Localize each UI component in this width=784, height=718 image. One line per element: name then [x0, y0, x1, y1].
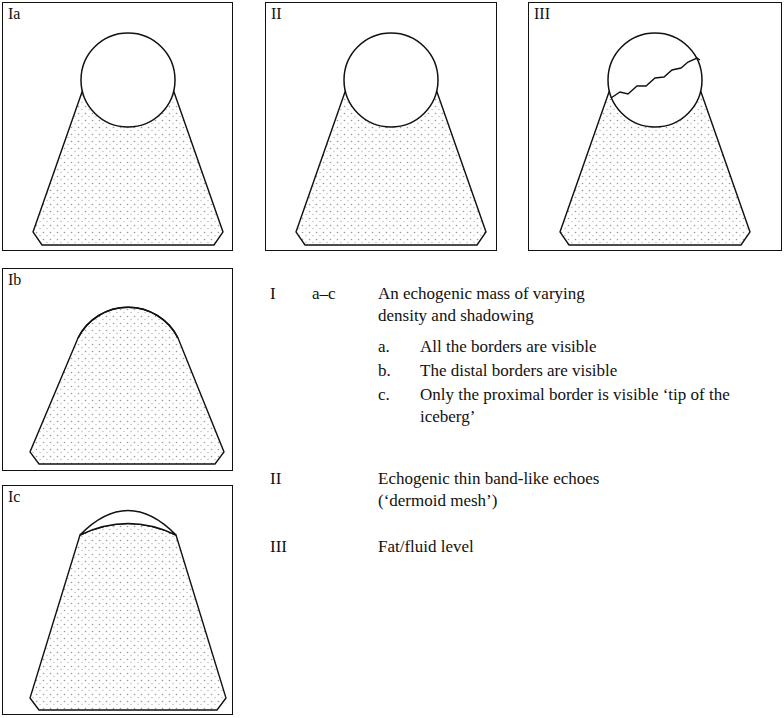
- figure-panel: Ic: [2, 485, 233, 715]
- key-marker: II: [270, 468, 281, 490]
- key-marker: c.: [378, 384, 390, 406]
- cystic-mass: [608, 33, 702, 127]
- echogenic-mass: [344, 33, 438, 127]
- figure-panel: II: [265, 2, 497, 251]
- key-marker: a.: [378, 336, 390, 358]
- key-marker: III: [270, 536, 287, 558]
- panel-label: II: [266, 3, 287, 25]
- acoustic-shadow: [30, 307, 224, 464]
- figure-panel: Ib: [2, 268, 233, 471]
- key-description: Only the proximal border is visible ‘tip…: [420, 384, 760, 428]
- panel-label: III: [529, 3, 555, 25]
- panel-label: Ic: [3, 486, 25, 508]
- mass-border: [78, 307, 178, 338]
- figure-panel: III: [528, 2, 782, 251]
- key-marker: b.: [378, 360, 391, 382]
- key-description: All the borders are visible: [420, 336, 597, 358]
- key-description: The distal borders are visible: [420, 360, 617, 382]
- key-marker: I: [270, 283, 276, 305]
- key-marker: a–c: [312, 283, 336, 305]
- key-description: An echogenic mass of varying density and…: [378, 283, 633, 327]
- tip-of-iceberg: [80, 511, 176, 536]
- figure-panel: Ia: [2, 2, 233, 251]
- key-description: Fat/fluid level: [378, 536, 474, 558]
- echogenic-mass: [81, 33, 175, 127]
- panel-label: Ib: [3, 269, 26, 291]
- acoustic-shadow: [30, 524, 226, 711]
- panel-label: Ia: [3, 3, 25, 25]
- fat-fluid-level: [611, 58, 700, 98]
- key-description: Echogenic thin band-like echoes (‘dermoi…: [378, 468, 628, 512]
